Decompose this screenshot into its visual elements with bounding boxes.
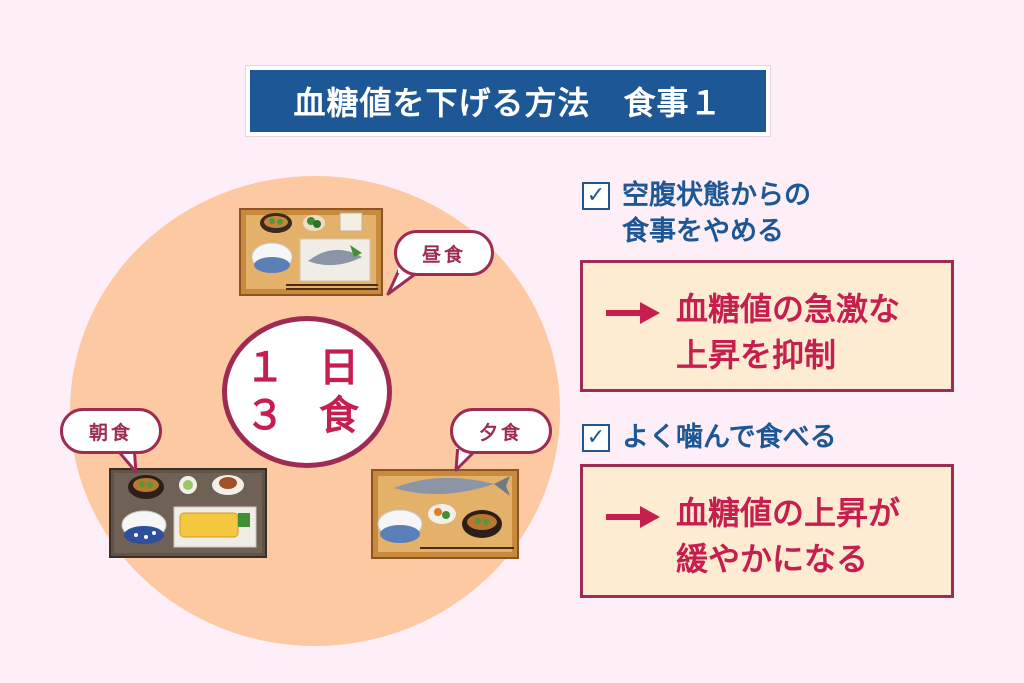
breakfast-tray-icon (109, 468, 267, 558)
check-item-1-line-2: 食事をやめる (622, 216, 784, 247)
result-box-1-line-2: 上昇を抑制 (676, 336, 837, 374)
check-item-1-line-1: 空腹状態からの (622, 180, 811, 211)
page-title: 血糖値を下げる方法 食事１ (246, 66, 770, 136)
check-item-2: ✓ よく噛んで食べる (582, 420, 837, 456)
center-line-1: １ 日 (245, 345, 369, 391)
result-box-1-line-1: 血糖値の急激な (676, 290, 901, 328)
result-box-2-text: 血糖値の上昇が 緩やかになる (676, 490, 900, 582)
dinner-bubble: 夕食 (450, 408, 552, 454)
result-box-2 (580, 464, 954, 598)
checkbox-icon: ✓ (582, 424, 610, 452)
checkbox-icon: ✓ (582, 182, 610, 210)
center-line-2: ３ 食 (245, 393, 369, 439)
dinner-tray-icon (371, 469, 519, 559)
check-item-1: ✓ 空腹状態からの 食事をやめる (582, 178, 811, 250)
breakfast-bubble: 朝食 (60, 408, 162, 454)
result-box-2-line-1: 血糖値の上昇が (676, 494, 901, 532)
result-box-1-text: 血糖値の急激な 上昇を抑制 (676, 286, 900, 378)
check-item-2-line-1: よく噛んで食べる (622, 422, 837, 453)
arrow-right-icon (606, 506, 660, 528)
lunch-tray-icon (239, 208, 383, 296)
result-box-2-line-2: 緩やかになる (676, 540, 869, 578)
meals-per-day-circle: １ 日 ３ 食 (222, 316, 392, 468)
lunch-bubble: 昼食 (394, 230, 494, 276)
result-box-1 (580, 260, 954, 392)
arrow-right-icon (606, 302, 660, 324)
